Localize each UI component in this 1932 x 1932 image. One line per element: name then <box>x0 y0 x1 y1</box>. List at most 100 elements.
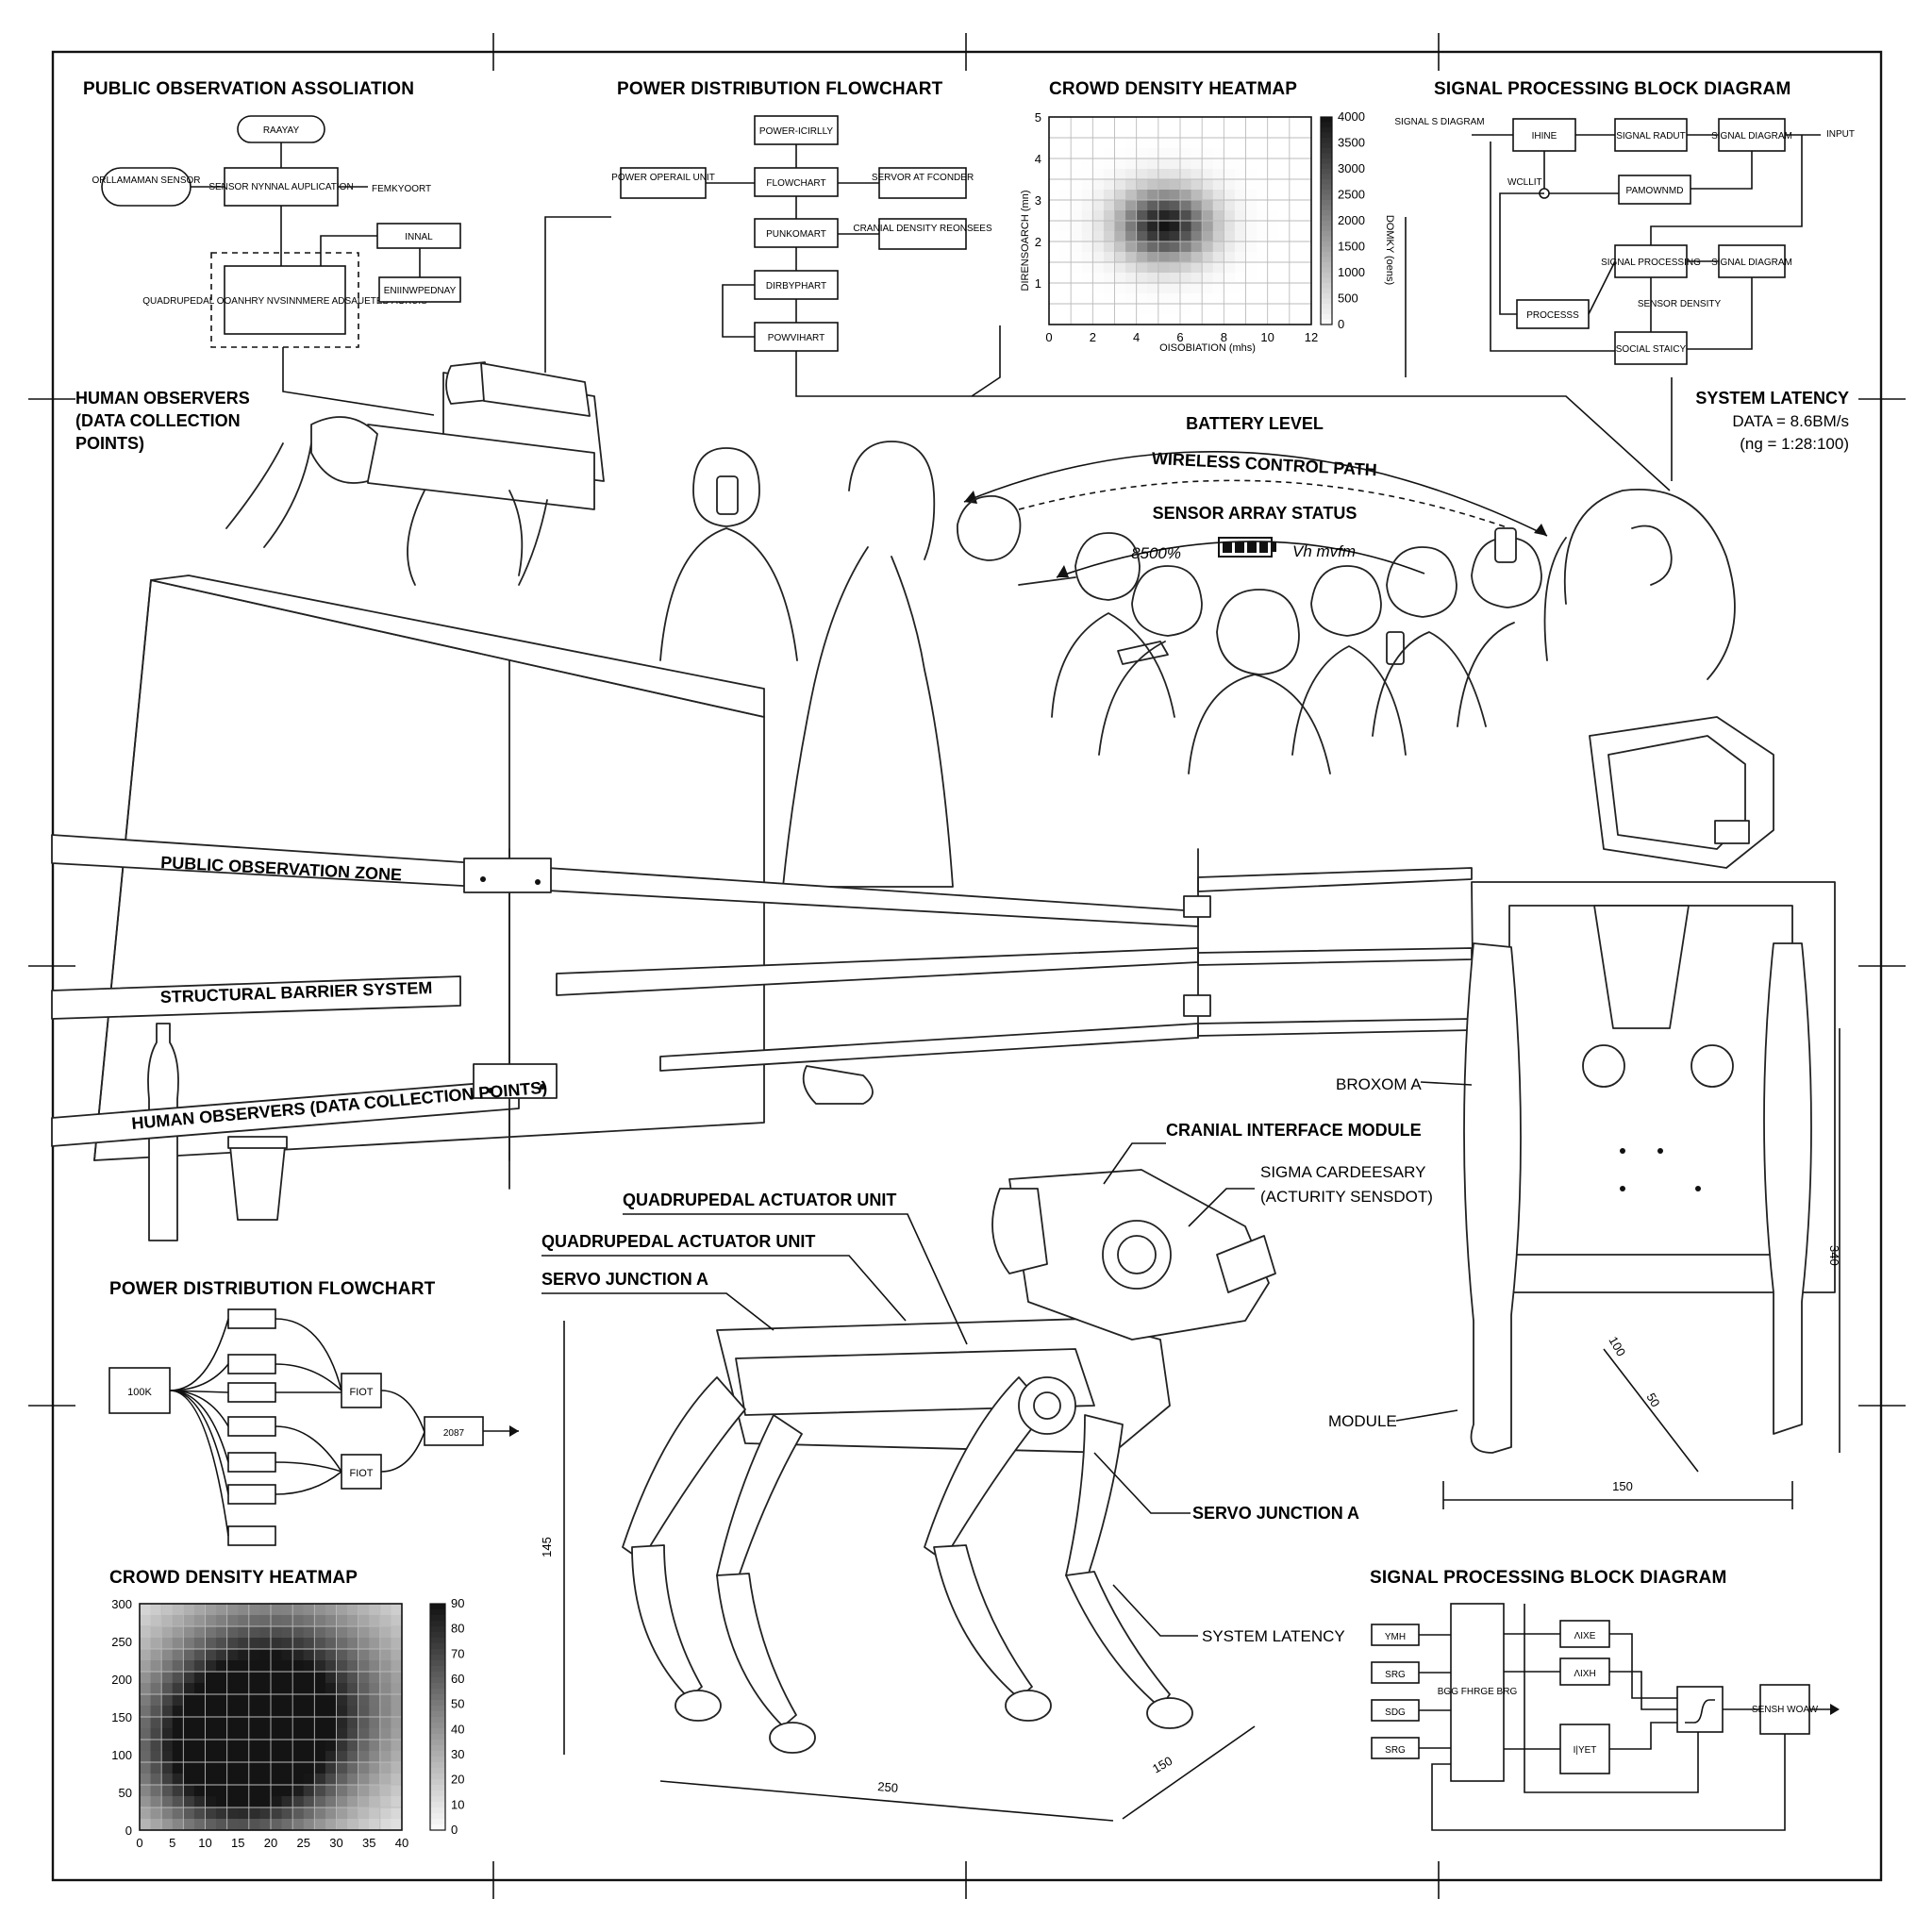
hm-bottom-cell <box>238 1796 250 1808</box>
hm-bottom-cell <box>193 1706 207 1718</box>
hm-top-cell <box>1224 252 1236 263</box>
hm-top-cell <box>1212 138 1224 149</box>
hm-bottom-cell <box>238 1615 250 1627</box>
hm-top-cell <box>1059 262 1072 274</box>
hm-bottom-cell <box>216 1796 228 1808</box>
hm-bottom-cell <box>358 1717 370 1729</box>
hm-bottom-cell <box>391 1796 403 1808</box>
hm-bottom-cell <box>391 1785 403 1797</box>
hm-top-cell <box>1071 190 1083 201</box>
hm-top-cell <box>1191 148 1203 159</box>
hm-bottom-cell <box>391 1649 403 1661</box>
hm-top-cell <box>1289 231 1302 242</box>
hm-top-cbar-tick: 1000 <box>1338 265 1365 279</box>
power-flowchart-top: POWER DISTRIBUTION FLOWCHART POWER-ICIRL… <box>544 79 1671 491</box>
hm-bottom-cell <box>391 1660 403 1673</box>
hm-top-cell <box>1125 262 1138 274</box>
hm-bottom-cell <box>303 1694 315 1707</box>
hm-bottom-cell <box>238 1717 250 1729</box>
hm-bottom-cell <box>226 1728 239 1740</box>
pt-node-6: DIRBYPHART <box>766 281 826 291</box>
hm-bottom-cell <box>379 1672 392 1684</box>
hm-top-cell <box>1114 262 1126 274</box>
hm-top-cell <box>1224 127 1236 139</box>
hm-bottom-cell <box>248 1649 261 1661</box>
hm-top-cell <box>1147 242 1159 253</box>
hm-top-cell <box>1092 127 1105 139</box>
hm-top-cell <box>1092 169 1105 180</box>
hm-bottom-cell <box>150 1740 162 1752</box>
hm-top-cell <box>1114 304 1126 315</box>
hm-top-cell <box>1267 148 1279 159</box>
hm-top-cell <box>1136 127 1148 139</box>
hm-top-cell <box>1267 210 1279 222</box>
hm-top-cell <box>1136 273 1148 284</box>
hm-bottom-cell <box>205 1740 217 1752</box>
hm-bottom-cell <box>183 1717 195 1729</box>
hm-top-cell <box>1180 138 1192 149</box>
hm-top-cell <box>1234 262 1247 274</box>
pt-node-0: POWER-ICIRLLY <box>759 126 833 137</box>
hm-bottom-cell <box>271 1796 283 1808</box>
hm-bottom-cell <box>391 1717 403 1729</box>
hm-top-ytick: 2 <box>1035 235 1041 249</box>
hm-top-cell <box>1169 169 1181 180</box>
hm-bottom-cbar-step <box>430 1666 445 1673</box>
hm-top-cell <box>1191 127 1203 139</box>
hm-top-cell <box>1300 169 1312 180</box>
hm-top-cell <box>1257 242 1269 253</box>
hm-top-cell <box>1059 314 1072 325</box>
hm-top-cell <box>1224 314 1236 325</box>
hm-top-cell <box>1191 304 1203 315</box>
hm-top-cell <box>1267 293 1279 305</box>
sb-filter-0: ΛIXE <box>1574 1631 1596 1641</box>
hm-top-cell <box>1158 200 1171 211</box>
hm-bottom-cell <box>336 1796 348 1808</box>
hm-bottom-cell <box>248 1762 261 1774</box>
hm-bottom-cell <box>259 1626 272 1639</box>
robot-right: BROXOM A MODULE 150 340 100 50 <box>1328 716 1841 1509</box>
hm-bottom-cell <box>303 1638 315 1650</box>
hm-top-cell <box>1191 221 1203 232</box>
hm-top-cell <box>1257 231 1269 242</box>
hm-bottom-cell <box>226 1706 239 1718</box>
hm-bottom-cell <box>303 1728 315 1740</box>
hm-bottom-cell <box>161 1626 174 1639</box>
hm-top-cell <box>1278 190 1291 201</box>
hm-bottom-cell <box>314 1694 326 1707</box>
hm-top-cell <box>1125 200 1138 211</box>
hm-bottom-cell <box>314 1683 326 1695</box>
hm-bottom-cell <box>379 1740 392 1752</box>
hm-top-cell <box>1300 210 1312 222</box>
hm-top-cell <box>1059 304 1072 315</box>
hm-bottom-cell <box>140 1638 152 1650</box>
hm-bottom-cell <box>347 1717 359 1729</box>
hm-top-cell <box>1147 293 1159 305</box>
hm-top-cell <box>1300 283 1312 294</box>
hm-top-cbar-step <box>1321 246 1332 253</box>
pt-node-1: POWER OPERAIL UNIT <box>611 173 715 183</box>
hm-bottom-cell <box>281 1626 293 1639</box>
hm-bottom-cell <box>259 1819 272 1831</box>
hm-bottom-cell <box>336 1807 348 1820</box>
hm-bottom-cell <box>140 1717 152 1729</box>
hm-bottom-cell <box>303 1751 315 1763</box>
hm-top-cbar-step <box>1321 308 1332 315</box>
hm-top-cell <box>1267 221 1279 232</box>
hm-bottom-cell <box>271 1717 283 1729</box>
hm-bottom-cell <box>314 1717 326 1729</box>
hm-bottom-cell <box>292 1706 305 1718</box>
hm-bottom-cell <box>150 1649 162 1661</box>
hm-bottom-cell <box>172 1626 184 1639</box>
hm-bottom-cell <box>238 1751 250 1763</box>
hm-top-xtick: 12 <box>1305 330 1318 344</box>
hm-bottom-cell <box>216 1604 228 1616</box>
hm-bottom-cell <box>314 1740 326 1752</box>
hm-bottom-cell <box>140 1819 152 1831</box>
hm-bottom-cell <box>205 1762 217 1774</box>
hm-top-cbar-tick: 2000 <box>1338 213 1365 227</box>
hm-bottom-cell <box>379 1774 392 1786</box>
hm-bottom-cell <box>281 1740 293 1752</box>
hm-top-cell <box>1202 179 1214 191</box>
hm-bottom-cell <box>226 1819 239 1831</box>
